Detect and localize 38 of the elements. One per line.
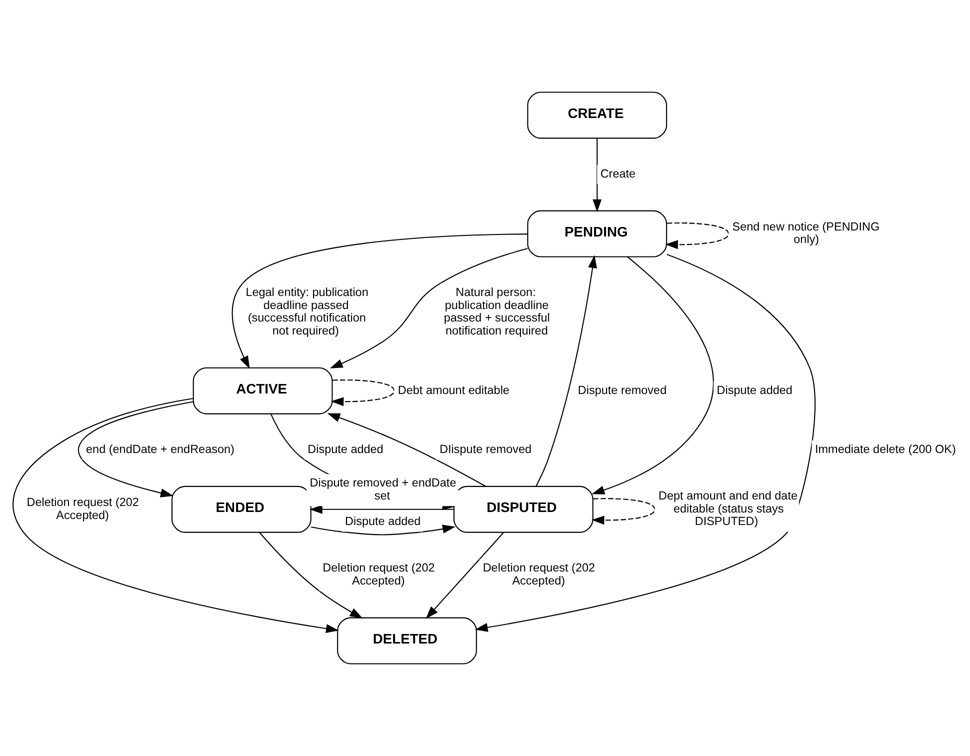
arrow — [592, 138, 602, 212]
arrow — [474, 254, 816, 632]
edge-label: Deletion request (202 Accepted) — [322, 562, 435, 588]
arrow — [536, 255, 598, 486]
arrow — [12, 398, 339, 634]
edge-label: DIispute removed — [440, 443, 532, 456]
edge-label: Deletion request (202 Accepted) — [26, 496, 139, 522]
edge-label: Immediate delete (200 OK) — [815, 443, 956, 456]
node-box: DELETED — [337, 617, 477, 664]
edge-label: Create — [600, 168, 636, 181]
arrow — [665, 222, 730, 250]
edge-label: Dispute added — [308, 443, 384, 456]
edge-label: Legal entity: publication deadline passed (successful notification not required) — [246, 286, 368, 338]
edge-label: Dispute added — [716, 384, 792, 397]
arrow — [591, 498, 656, 525]
arrow — [592, 256, 714, 494]
arrow — [78, 401, 194, 498]
edge-label: Natural person: publication deadline passed + successful notification required — [444, 286, 550, 338]
edge-label: end (endDate + endReason) — [86, 443, 234, 456]
arrow — [330, 380, 395, 406]
arrow — [259, 532, 363, 618]
edge-label: Send new notice (PENDING only) — [732, 220, 880, 246]
arrow — [310, 524, 456, 536]
node-box: CREATE — [527, 92, 668, 139]
edge-label: Dept amount and end date editable (status stays DISPUTED) — [658, 490, 798, 528]
arrow — [327, 413, 486, 487]
arrow — [310, 504, 454, 514]
arrow — [426, 532, 504, 619]
edge-label: Dispute removed — [578, 384, 667, 397]
node-box: ENDED — [171, 486, 312, 533]
edge-label: Dispute added — [345, 515, 421, 528]
arrow — [232, 234, 528, 369]
arrow — [330, 248, 528, 368]
node-box: PENDING — [527, 210, 668, 258]
node-box: DISPUTED — [453, 486, 594, 533]
node-box: ACTIVE — [192, 367, 333, 414]
edge-label: Deletion request (202 Accepted) — [482, 562, 596, 588]
edge-label: Debt amount editable — [398, 384, 510, 397]
